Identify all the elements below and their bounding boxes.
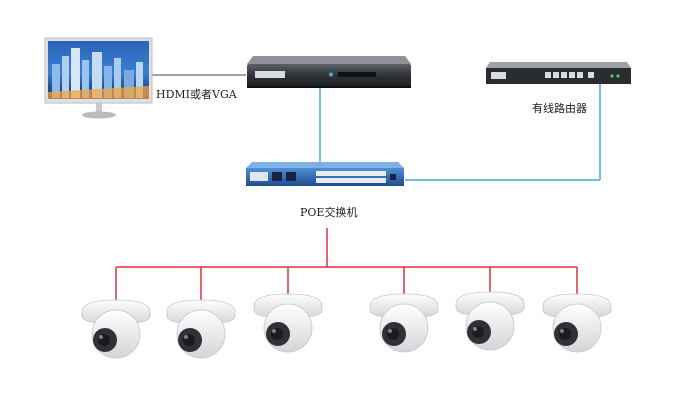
dome-camera-5: [455, 291, 525, 351]
poe-switch-icon: [246, 162, 404, 186]
nvr-icon: [247, 56, 411, 88]
dome-camera-2: [166, 299, 236, 359]
dome-camera-4: [369, 293, 439, 353]
dome-camera-6: [542, 293, 612, 353]
monitor-link-label: HDMI或者VGA: [156, 88, 237, 101]
switch-label: POE交换机: [300, 206, 358, 219]
router-label: 有线路由器: [532, 102, 587, 115]
router-icon: [486, 62, 631, 84]
monitor-icon: [44, 37, 153, 119]
dome-camera-1: [81, 299, 151, 359]
connections: [115, 74, 601, 305]
dome-camera-3: [253, 293, 323, 353]
